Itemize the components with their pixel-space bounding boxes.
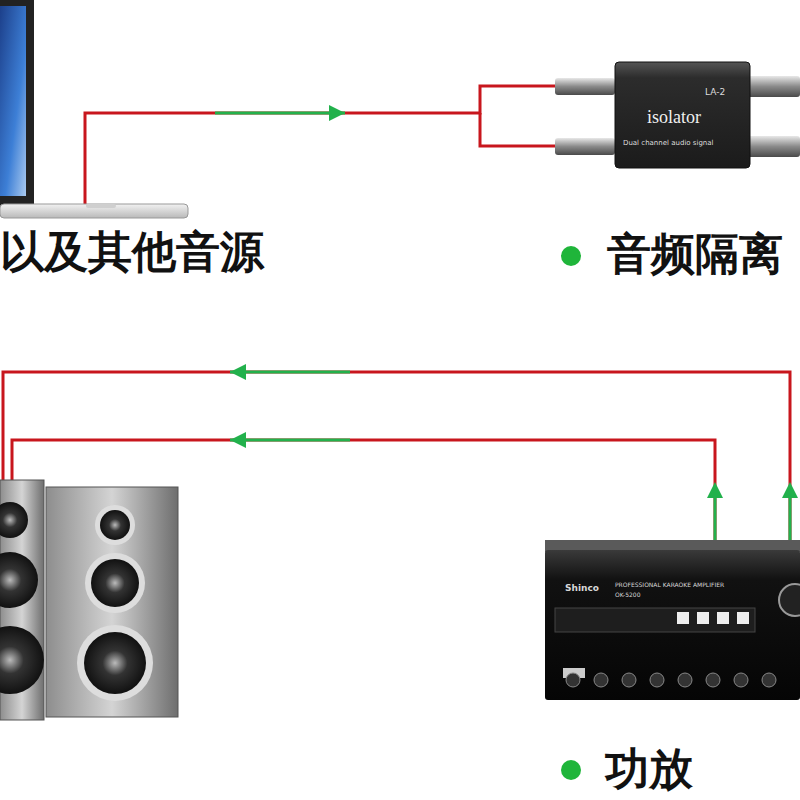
signal-highlight: [230, 439, 350, 442]
arrow-head: [782, 482, 798, 498]
cable-line: [3, 372, 790, 540]
arrow-head: [329, 105, 345, 121]
model-line: PROFESSIONAL KARAOKE AMPLIFIER: [615, 582, 724, 589]
model-number: LA-2: [705, 88, 725, 98]
bullet-dot: [561, 760, 581, 780]
model-number: OK-5200: [615, 592, 640, 599]
arrow-head: [230, 432, 246, 448]
device-caption: 音频隔离: [607, 230, 783, 278]
amplifier: Shinco PROFESSIONAL KARAOKE AMPLIFIER OK-5…: [545, 540, 800, 705]
arrow-head: [707, 482, 723, 498]
bullet-dot: [561, 246, 581, 266]
arrow-head: [230, 364, 246, 380]
device-brand: isolator: [647, 108, 701, 128]
device-subtitle: Dual channel audio signal: [623, 140, 714, 148]
device-caption: 功放: [605, 745, 693, 793]
speaker-pair-picture: [0, 475, 180, 725]
signal-cable: [85, 86, 555, 205]
laptop-source: 以及其他音源: [0, 0, 190, 220]
amplifier-picture: [545, 540, 800, 705]
branch-wire: [480, 113, 556, 146]
laptop-source-picture: [0, 0, 190, 220]
brand-name: Shinco: [565, 584, 599, 594]
device-caption: 以及其他音源: [0, 228, 264, 276]
signal-cable: [12, 432, 723, 540]
signal-highlight: [230, 371, 350, 374]
cable-line: [85, 86, 555, 205]
audio-isolator: LA-2isolatorDual channel audio signal音频隔…: [555, 60, 800, 172]
signal-highlight: [215, 112, 345, 115]
signal-cable: [3, 364, 798, 540]
speaker-pair: [0, 475, 180, 725]
